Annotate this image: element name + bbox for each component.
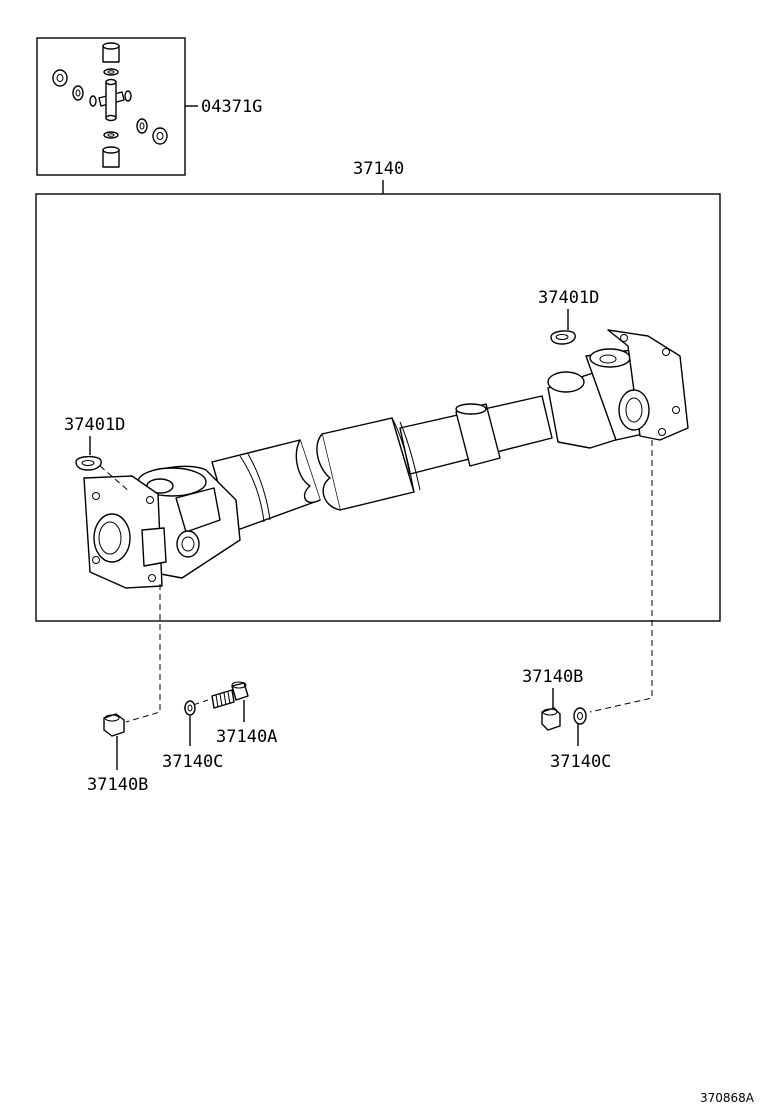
- dash-rear-flange: [589, 440, 653, 713]
- rear-flange: [607, 329, 689, 441]
- dash-snap-ring-left: [99, 465, 131, 493]
- snap-ring-top: [103, 68, 119, 76]
- snap-ring-right: [550, 330, 576, 345]
- universal-joint-kit-inset: [36, 37, 186, 176]
- bearing-cup-bottom: [102, 146, 120, 168]
- spider-cross: [89, 78, 132, 122]
- label-04371G: 04371G: [201, 97, 262, 117]
- label-37401D-left: 37401D: [64, 415, 125, 435]
- snap-ring-right-inset: [136, 118, 148, 134]
- front-universal-joint: [83, 465, 241, 589]
- washer-right: [573, 707, 587, 725]
- bolt: [211, 681, 249, 709]
- nut-left: [103, 713, 125, 737]
- label-37140C-right: 37140C: [550, 752, 611, 772]
- label-37401D-right: 37401D: [538, 288, 599, 308]
- bearing-cup-left: [52, 69, 68, 87]
- label-37140A: 37140A: [216, 727, 277, 747]
- propeller-shaft: [83, 329, 689, 589]
- diagram-reference-code: 370868A: [700, 1091, 755, 1105]
- label-37140B-left: 37140B: [87, 775, 148, 795]
- snap-ring-left: [75, 455, 102, 471]
- dash-front-flange: [125, 584, 161, 723]
- bearing-cup-top: [102, 42, 120, 63]
- nut-right: [541, 707, 561, 731]
- rear-universal-joint: [547, 329, 689, 449]
- bearing-cup-right: [152, 127, 168, 145]
- washer-left: [184, 700, 196, 716]
- snap-ring-bottom: [103, 131, 119, 139]
- label-37140C-left: 37140C: [162, 752, 223, 772]
- label-37140B-right: 37140B: [522, 667, 583, 687]
- snap-ring-left-inset: [72, 85, 84, 101]
- assembly-frame: [35, 193, 721, 622]
- label-37140: 37140: [353, 159, 404, 179]
